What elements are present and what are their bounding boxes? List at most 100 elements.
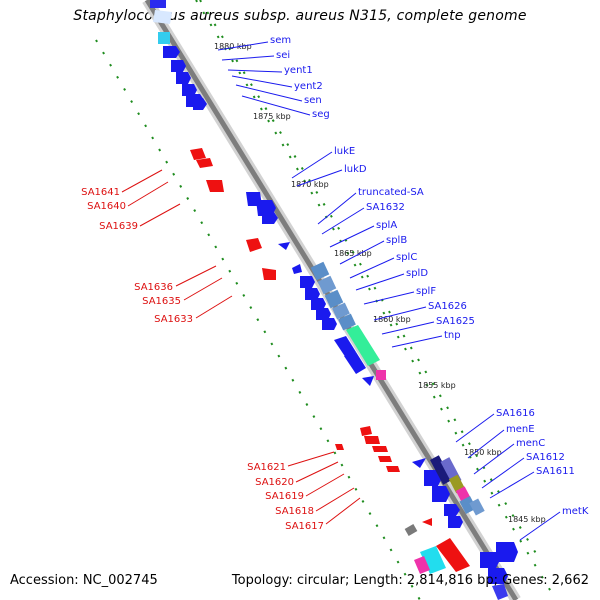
tick-mark: [200, 221, 204, 225]
gene-label-text: SA1617: [285, 521, 324, 532]
tick-mark: [284, 366, 288, 370]
tick-mark: [259, 107, 263, 111]
tick-mark: [274, 131, 278, 135]
tick-mark: [242, 293, 246, 297]
scale-label: 1845 kbp: [508, 515, 546, 524]
tick-mark: [417, 358, 420, 362]
tick-mark: [116, 75, 120, 79]
tick-mark: [235, 281, 239, 285]
tick-mark: [432, 395, 436, 399]
tick-mark: [489, 478, 493, 482]
gene-label-splF: splF: [363, 286, 436, 305]
gene-label-text: tnp: [444, 330, 461, 341]
gene-arrow-reverse: [246, 238, 262, 252]
tick-mark: [340, 463, 344, 467]
gene-label-text: SA1635: [142, 296, 181, 307]
tick-mark: [250, 83, 253, 87]
gene-label-text: metK: [562, 506, 589, 517]
tick-mark: [431, 382, 435, 386]
tick-mark: [382, 311, 386, 315]
gene-arrow-forward: [496, 542, 518, 562]
gene-label-SA1618: SA1618: [275, 487, 355, 517]
tick-mark: [512, 527, 515, 531]
tick-mark: [288, 155, 292, 159]
tick-mark: [461, 443, 465, 447]
tick-mark: [366, 274, 370, 278]
gene-block: [469, 498, 485, 516]
gene-label-tnp: tnp: [391, 330, 461, 348]
gene-label-text: SA1639: [99, 221, 138, 232]
gene-label-splB: splB: [339, 235, 407, 265]
tick-mark: [195, 0, 198, 3]
tick-mark: [293, 155, 297, 158]
gene-arrow-forward: [163, 46, 180, 58]
gene-arrow-forward: [182, 84, 197, 96]
gene-block: [338, 313, 356, 331]
tick-mark: [490, 491, 494, 495]
scale-label: 1880 kbp: [214, 42, 252, 51]
gene-block: [430, 455, 452, 485]
gene-arrow-reverse: [372, 446, 388, 452]
gene-block-pink: [414, 556, 430, 574]
gene-arrow-forward: [432, 486, 450, 502]
tick-mark: [375, 524, 379, 528]
tick-mark: [109, 63, 112, 67]
tick-mark: [303, 179, 307, 183]
feature-track: [150, 0, 518, 600]
gene-arrow-forward: [305, 288, 320, 300]
gene-label-text: splD: [406, 268, 428, 279]
gene-label-text: splF: [416, 286, 436, 297]
gene-label-splD: splD: [355, 268, 428, 291]
gene-label-text: SA1620: [255, 477, 294, 488]
tick-mark: [277, 354, 281, 358]
gene-label-splA: splA: [329, 220, 397, 248]
gene-label-text: menC: [516, 438, 545, 449]
tick-mark: [424, 370, 428, 374]
gene-label-SA1612: SA1612: [481, 452, 565, 489]
tick-mark: [245, 83, 249, 87]
gene-arrow-reverse: [378, 456, 392, 462]
gene-label-SA1611: SA1611: [489, 466, 575, 499]
reverse-gene-labels: SA1641 SA1640 SA1639 SA1636 SA1635 SA163…: [81, 169, 361, 532]
gene-label-text: SA1625: [436, 316, 475, 327]
tick-mark: [179, 184, 183, 188]
gene-label-sem: sem: [217, 35, 291, 51]
tick-mark: [151, 136, 155, 140]
tick-mark: [518, 526, 522, 529]
gene-arrow-forward: [171, 60, 186, 72]
gene-label-text: sen: [304, 95, 322, 106]
gene-label-SA1626: SA1626: [373, 301, 467, 321]
tick-mark: [202, 11, 206, 15]
gene-label-text: SA1611: [536, 466, 575, 477]
gene-label-text: SA1632: [366, 202, 405, 213]
tick-mark: [346, 251, 350, 255]
gene-label-menE: menE: [467, 424, 535, 459]
tick-mark: [207, 233, 211, 237]
gene-arrow-forward: [412, 458, 426, 468]
tick-mark: [409, 346, 413, 350]
gene-label-SA1621: SA1621: [247, 451, 335, 473]
gene-label-text: SA1641: [81, 187, 120, 198]
gene-label-lukD: lukD: [296, 164, 367, 187]
gene-label-text: splC: [396, 252, 417, 263]
gene-label-text: SA1636: [134, 282, 173, 293]
tick-mark: [403, 572, 407, 576]
gene-label-SA1632: SA1632: [321, 202, 405, 235]
tick-mark: [511, 514, 515, 517]
gene-arrow-reverse: [360, 426, 372, 436]
tick-mark: [389, 323, 393, 327]
tick-mark: [267, 119, 271, 123]
tick-mark: [206, 11, 210, 15]
tick-mark: [337, 226, 341, 230]
gene-arrow-forward: [334, 336, 356, 358]
tick-mark: [382, 536, 386, 540]
tick-mark: [347, 475, 351, 479]
tick-mark: [331, 227, 335, 231]
gene-block: [317, 275, 337, 295]
gene-label-text: SA1640: [87, 201, 126, 212]
gene-arrow-forward: [316, 308, 331, 320]
tick-mark: [209, 23, 213, 27]
gene-label-SA1641: SA1641: [81, 169, 163, 198]
tick-mark: [526, 537, 529, 541]
